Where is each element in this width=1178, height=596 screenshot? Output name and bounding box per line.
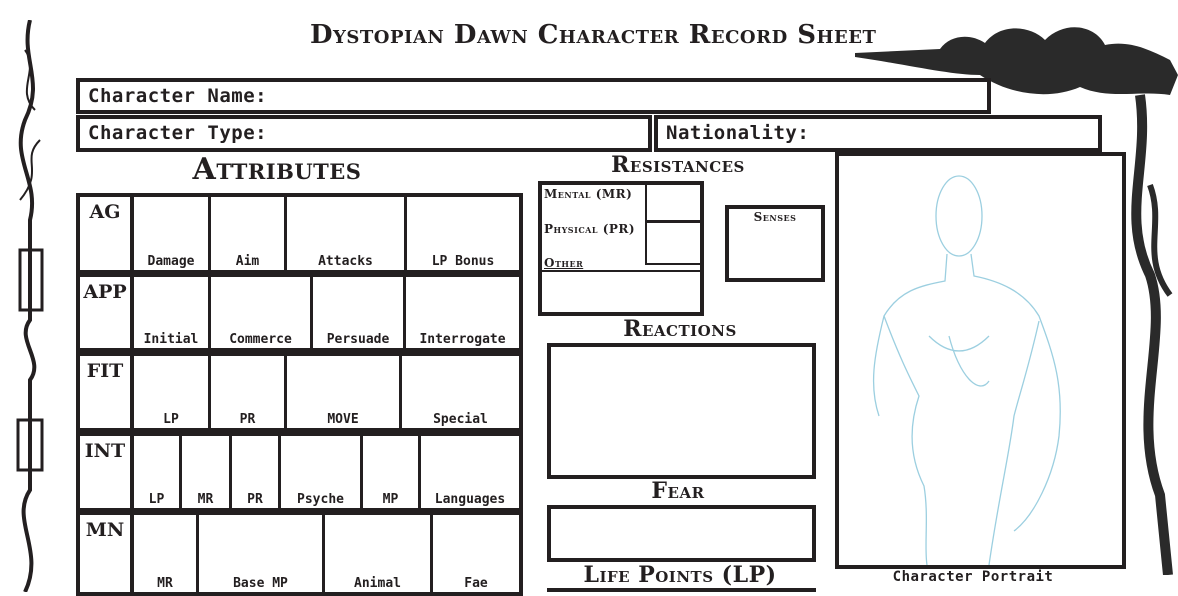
attribute-field-label: MP — [382, 492, 399, 507]
mental-resistance-input[interactable] — [645, 185, 702, 223]
attribute-field-base-mp[interactable]: Base MP — [199, 515, 325, 592]
character-type-field[interactable]: Character Type: — [76, 115, 652, 152]
resistances-heading: Resistances — [611, 152, 745, 178]
attribute-field-label: Languages — [434, 492, 506, 507]
reactions-heading: Reactions — [623, 316, 737, 342]
portrait-figure-icon — [872, 175, 1061, 566]
senses-box[interactable]: Senses — [725, 205, 825, 282]
character-portrait-box[interactable] — [835, 152, 1126, 569]
attribute-field-label: MR — [157, 576, 173, 591]
attribute-field-label: Damage — [147, 254, 195, 269]
attribute-field-label: MOVE — [327, 412, 359, 427]
attribute-field-fae[interactable]: Fae — [433, 515, 519, 592]
attribute-field-label: Attacks — [318, 254, 373, 269]
attribute-field-label: Animal — [354, 576, 401, 591]
life-points-heading: Life Points (LP) — [583, 562, 777, 588]
other-resistance-input[interactable] — [542, 270, 702, 272]
attribute-row-mn: MN MR Base MP Animal Fae — [76, 511, 523, 596]
mental-resistance-label: Mental (MR) — [544, 187, 633, 201]
attribute-name: INT — [80, 436, 134, 508]
nationality-field[interactable]: Nationality: — [654, 115, 1102, 152]
attribute-field-label: Aim — [235, 254, 260, 269]
attribute-field-special[interactable]: Special — [402, 356, 519, 428]
character-name-label: Character Name: — [88, 85, 268, 107]
attribute-field-animal[interactable]: Animal — [325, 515, 433, 592]
attribute-field-label: LP Bonus — [431, 254, 495, 269]
attribute-field-interrogate[interactable]: Interrogate — [406, 277, 519, 348]
attribute-field-label: Interrogate — [419, 332, 506, 347]
attribute-field-pr[interactable]: PR — [232, 436, 281, 508]
physical-resistance-input[interactable] — [645, 223, 702, 265]
attribute-field-label: PR — [247, 492, 263, 507]
fear-heading: Fear — [651, 478, 705, 504]
attribute-field-persuade[interactable]: Persuade — [313, 277, 406, 348]
character-type-label: Character Type: — [88, 122, 268, 144]
attribute-field-label: PR — [239, 412, 256, 427]
reactions-box[interactable] — [547, 343, 816, 479]
portrait-caption: Character Portrait — [892, 569, 1054, 585]
attribute-field-mr[interactable]: MR — [182, 436, 232, 508]
life-points-box[interactable] — [547, 588, 816, 592]
attribute-field-initial[interactable]: Initial — [134, 277, 211, 348]
attribute-field-label: Psyche — [297, 492, 344, 507]
attribute-field-aim[interactable]: Aim — [211, 197, 287, 270]
attribute-name: AG — [80, 197, 134, 270]
attribute-field-lp[interactable]: LP — [134, 356, 211, 428]
attribute-field-languages[interactable]: Languages — [421, 436, 519, 508]
resistances-box: Mental (MR) Physical (PR) Other — [538, 181, 704, 316]
attribute-field-label: Fae — [464, 576, 488, 591]
attribute-row-app: APP Initial Commerce Persuade Interrogate — [76, 273, 523, 352]
senses-label: Senses — [753, 210, 797, 224]
attribute-field-psyche[interactable]: Psyche — [281, 436, 363, 508]
attribute-name: APP — [80, 277, 134, 348]
attribute-field-label: LP — [148, 492, 165, 507]
attribute-name: MN — [80, 515, 134, 592]
clouds-decoration-icon — [855, 27, 1178, 575]
attribute-field-label: Initial — [143, 332, 199, 347]
attributes-heading: Attributes — [192, 152, 362, 187]
attribute-field-attacks[interactable]: Attacks — [287, 197, 407, 270]
attribute-field-label: MR — [197, 492, 214, 507]
character-name-field[interactable]: Character Name: — [76, 78, 991, 114]
attribute-field-label: Commerce — [229, 332, 292, 347]
attribute-field-label: Base MP — [233, 576, 288, 591]
physical-resistance-label: Physical (PR) — [544, 222, 636, 236]
attribute-row-ag: AG Damage Aim Attacks LP Bonus — [76, 193, 523, 274]
attribute-field-move[interactable]: MOVE — [287, 356, 402, 428]
page-title: Dystopian Dawn Character Record Sheet — [310, 20, 877, 50]
other-resistance-label: Other — [544, 256, 584, 270]
attribute-name: FIT — [80, 356, 134, 428]
nationality-label: Nationality: — [666, 122, 810, 144]
attribute-field-label: LP — [163, 412, 179, 427]
fear-box[interactable] — [547, 505, 816, 562]
attribute-field-mr[interactable]: MR — [134, 515, 199, 592]
attribute-field-label: Persuade — [326, 332, 390, 347]
vine-decoration-icon — [16, 20, 44, 592]
attribute-field-lp-bonus[interactable]: LP Bonus — [407, 197, 519, 270]
attribute-field-label: Special — [433, 412, 488, 427]
attribute-field-pr[interactable]: PR — [211, 356, 287, 428]
attribute-row-fit: FIT LP PR MOVE Special — [76, 352, 523, 432]
attribute-field-commerce[interactable]: Commerce — [211, 277, 313, 348]
attribute-field-damage[interactable]: Damage — [134, 197, 211, 270]
attribute-field-lp[interactable]: LP — [134, 436, 182, 508]
attribute-row-int: INT LP MR PR Psyche MP Languages — [76, 432, 523, 512]
attribute-field-mp[interactable]: MP — [363, 436, 421, 508]
